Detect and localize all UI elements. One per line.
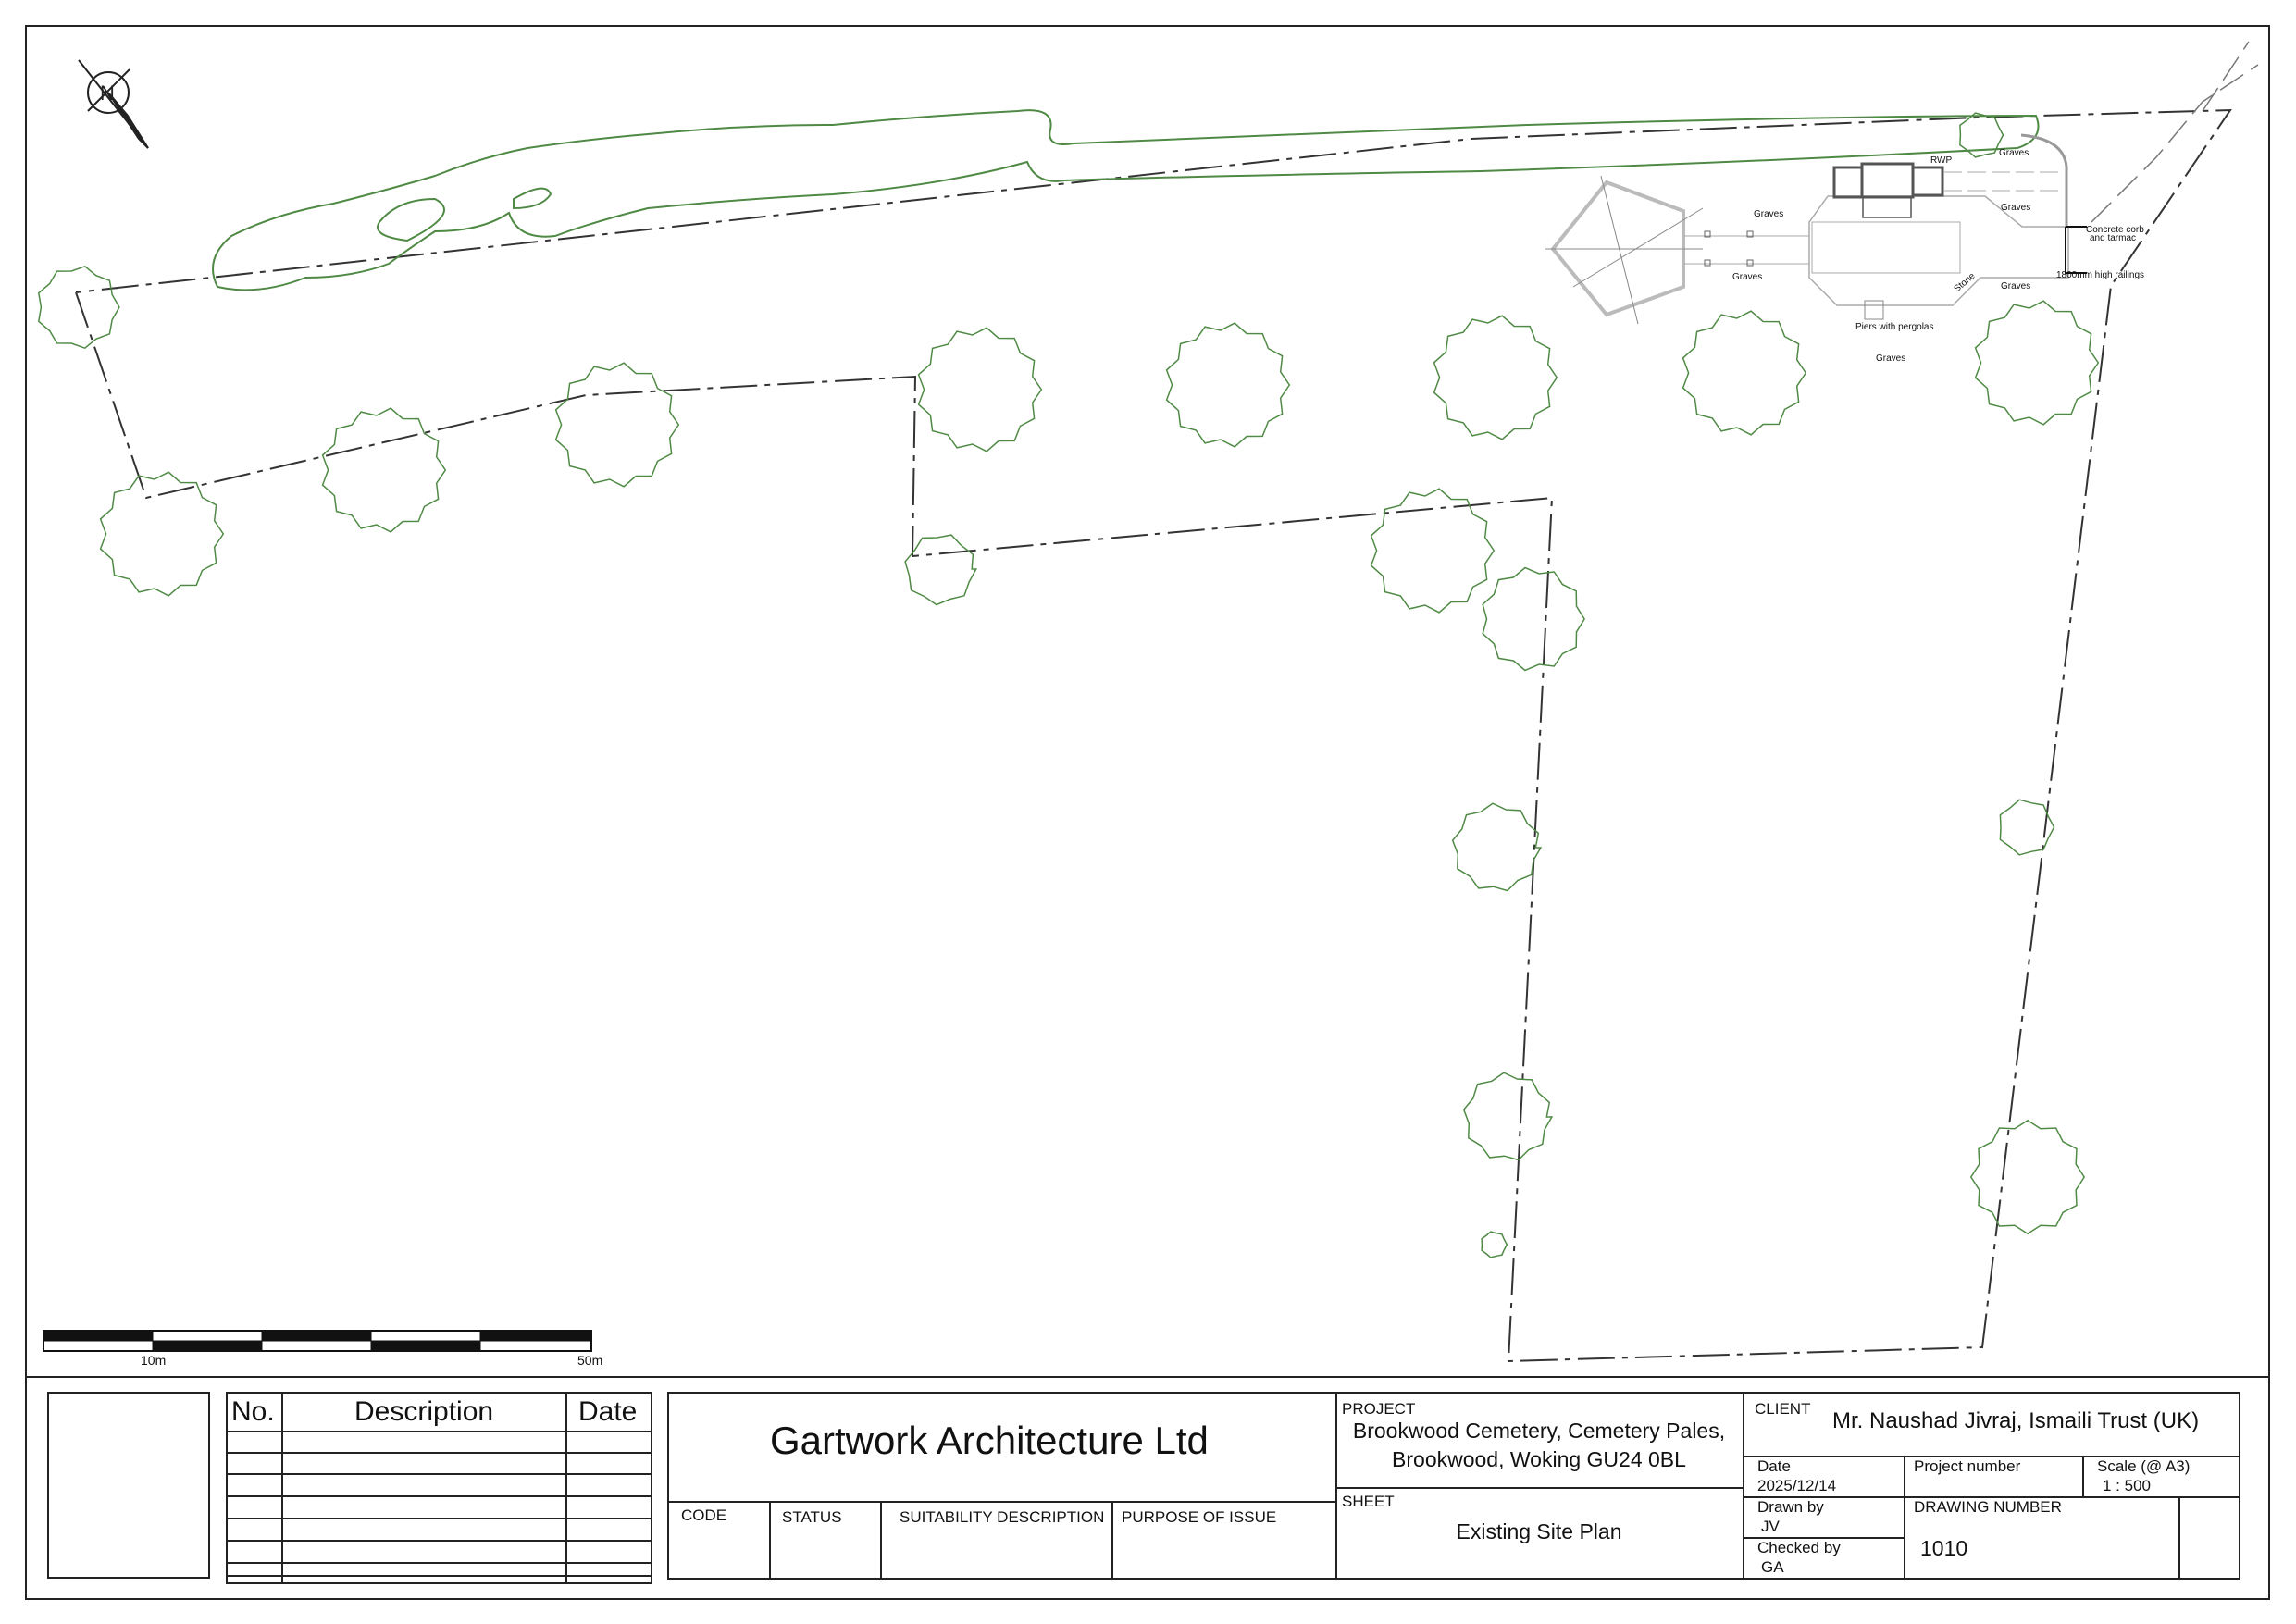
revision-header-no: No. (231, 1396, 275, 1427)
sheet-label: SHEET (1342, 1493, 1395, 1510)
drawing-number-label: DRAWING NUMBER (1914, 1498, 2062, 1516)
access-road-edge (2202, 41, 2250, 112)
tree-canopy (1969, 1119, 2086, 1235)
railing-path (2020, 133, 2068, 227)
date-value: 2025/12/14 (1757, 1477, 1837, 1494)
tree-canopy (1974, 300, 2100, 426)
tree-canopy (1999, 799, 2055, 856)
status-label: STATUS (782, 1508, 842, 1526)
tree-canopy (321, 407, 447, 533)
checked-by-value: GA (1761, 1558, 1784, 1576)
label-graves: Graves (1876, 353, 1906, 364)
logo-box (47, 1392, 210, 1579)
label-graves: Graves (2001, 203, 2031, 213)
memorial-platform (1808, 195, 2069, 306)
trees (37, 112, 2100, 1258)
divider (26, 1376, 2269, 1378)
revision-table (226, 1392, 652, 1584)
tree-canopy (37, 265, 120, 350)
tree-canopy (1959, 112, 2004, 158)
sheet-value: Existing Site Plan (1456, 1519, 1622, 1543)
sheet-border (25, 25, 2270, 1600)
tree-canopy (1370, 488, 1496, 614)
tree-canopy (1433, 315, 1558, 440)
label-graves: Graves (1732, 272, 1763, 282)
tree-canopy (1165, 322, 1291, 448)
building (1832, 162, 1944, 218)
revision-header-date: Date (578, 1396, 638, 1427)
company-name: Gartwork Architecture Ltd (770, 1419, 1209, 1462)
scale-label: Scale (@ A3) (2097, 1457, 2191, 1475)
label-tarmac: and tarmac (2090, 233, 2137, 243)
label-railings: 1800mm high railings (2056, 270, 2145, 280)
tree-canopy (1682, 310, 1807, 436)
scale-value: 1 : 500 (2103, 1477, 2151, 1494)
pentagon-gazebo (1545, 175, 1704, 325)
pergola-walkway (1684, 230, 1809, 267)
north-arrow-icon: N (78, 59, 149, 149)
suitability-label: SUITABILITY DESCRIPTION (900, 1508, 1105, 1526)
tree-canopy (1451, 802, 1543, 892)
tree-canopy (554, 362, 680, 488)
hedge-outline (212, 109, 2040, 291)
project-line-1: Brookwood Cemetery, Cemetery Pales, (1352, 1419, 1726, 1443)
tree-canopy (904, 534, 978, 606)
piers (1864, 300, 1884, 320)
purpose-label: PURPOSE OF ISSUE (1122, 1508, 1277, 1526)
client-value: Mr. Naushad Jivraj, Ismaili Trust (UK) (1832, 1408, 2200, 1433)
gate (2065, 226, 2087, 274)
label-piers: Piers with pergolas (1855, 322, 1934, 332)
project-line-2: Brookwood, Woking GU24 0BL (1392, 1447, 1686, 1471)
tree-canopy (1481, 1231, 1508, 1258)
tree-canopy (99, 471, 225, 597)
drawing-number-value: 1010 (1920, 1536, 1968, 1560)
grave-plot (1811, 221, 1961, 274)
project-label: PROJECT (1342, 1400, 1416, 1418)
label-concrete: Concrete corb (2086, 225, 2144, 235)
label-graves: Graves (2001, 281, 2031, 291)
label-graves: Graves (1754, 209, 1784, 219)
label-rwp: RWP (1930, 155, 1953, 166)
graves-lines (1943, 171, 2064, 192)
label-graves: Graves (1999, 148, 2029, 158)
tree-canopy (1462, 1072, 1554, 1161)
svg-text:N: N (100, 81, 115, 105)
hedge-outline (377, 187, 552, 242)
scale-label-start: 10m (141, 1353, 167, 1368)
access-road-edge (2091, 64, 2259, 223)
tree-canopy (1482, 566, 1585, 672)
date-label: Date (1757, 1457, 1791, 1475)
title-block (667, 1392, 2240, 1580)
scale-bar (43, 1330, 592, 1352)
drawn-by-value: JV (1761, 1518, 1780, 1535)
scale-label-end: 50m (577, 1353, 603, 1368)
revision-header-description: Description (354, 1396, 494, 1427)
drawn-by-label: Drawn by (1757, 1498, 1824, 1516)
site-boundary (75, 108, 2232, 1363)
project-number-label: Project number (1914, 1457, 2021, 1475)
code-label: CODE (681, 1506, 727, 1524)
checked-by-label: Checked by (1757, 1539, 1841, 1556)
tree-canopy (917, 327, 1043, 452)
client-label: CLIENT (1755, 1400, 1811, 1418)
